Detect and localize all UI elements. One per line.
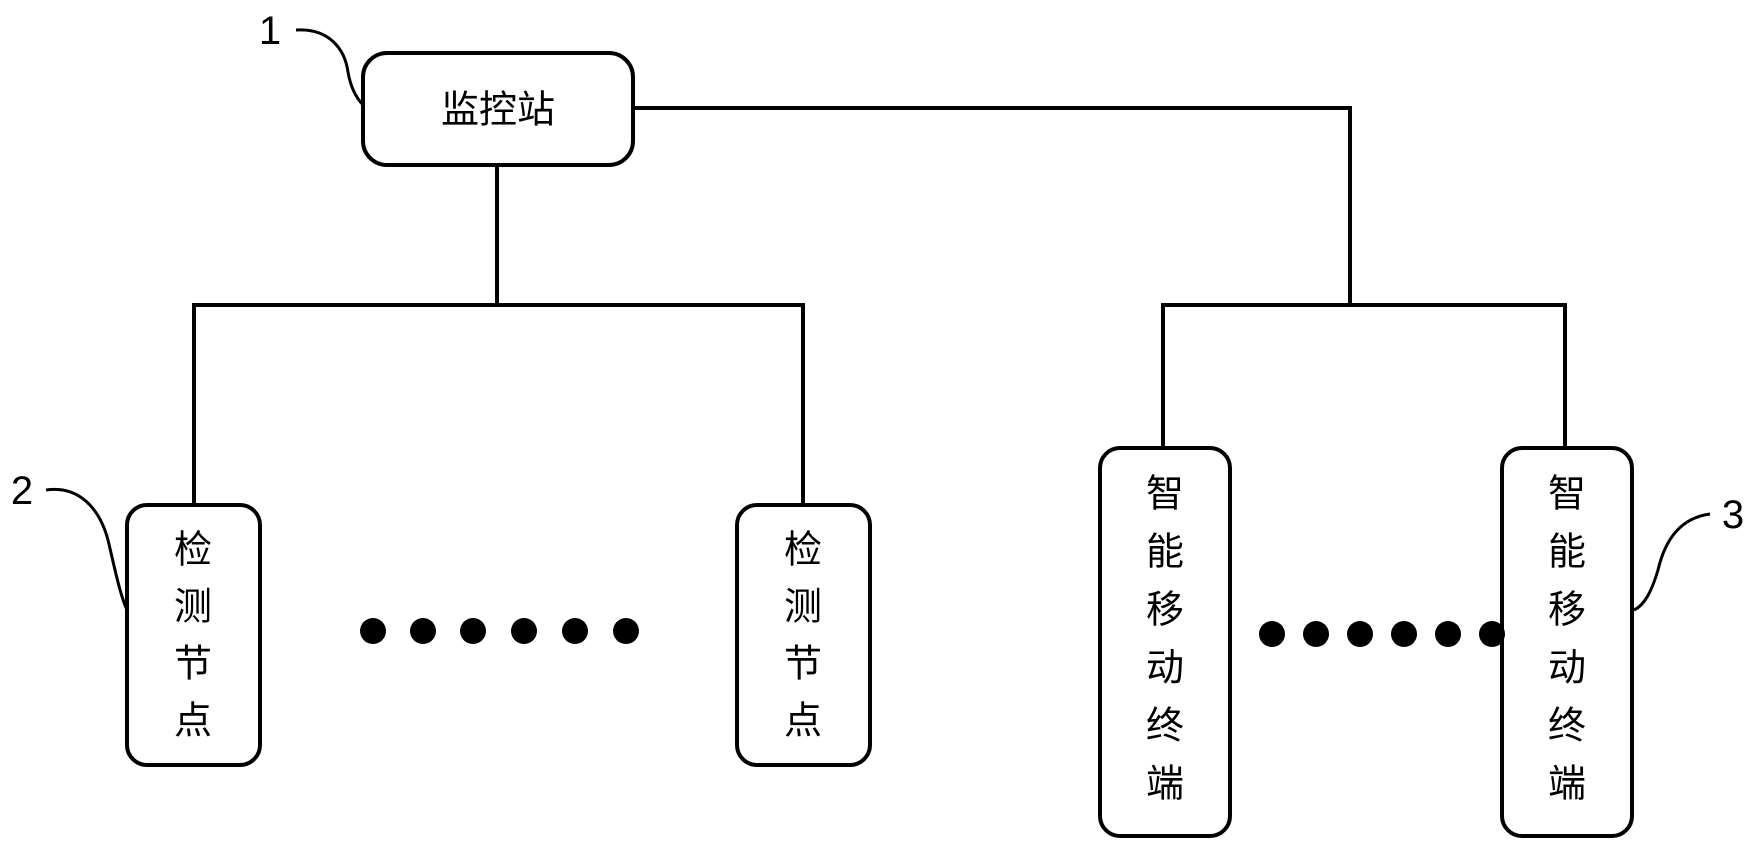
mobile-terminals-ellipsis — [1259, 621, 1505, 647]
ellipsis-dot — [1303, 621, 1329, 647]
ellipsis-dot — [1259, 621, 1285, 647]
monitoring-station-label: 监控站 — [441, 88, 555, 132]
detection-node-label: 检测节点 — [174, 528, 212, 743]
detection-nodes-ellipsis — [360, 618, 639, 644]
ellipsis-dot — [460, 618, 486, 644]
ellipsis-dot — [1391, 621, 1417, 647]
ellipsis-dot — [1347, 621, 1373, 647]
ellipsis-dot — [360, 618, 386, 644]
ellipsis-dot — [1435, 621, 1461, 647]
callout-3: 3 — [1633, 493, 1744, 612]
callout-leader — [1633, 512, 1711, 612]
ellipsis-dot — [613, 618, 639, 644]
connector-lines — [192, 106, 1567, 507]
callout-number: 3 — [1722, 493, 1744, 537]
detection-node-box — [125, 503, 262, 767]
callout-2: 2 — [11, 469, 129, 611]
monitoring-station-box — [361, 51, 635, 167]
ellipsis-dot — [511, 618, 537, 644]
callout-number: 2 — [11, 469, 33, 513]
detection-node-box — [735, 503, 872, 767]
detection-node-1: 检测节点 — [125, 503, 262, 767]
ellipsis-dot — [1479, 621, 1505, 647]
mobile-terminal-label: 智能移动终端 — [1548, 472, 1586, 806]
mobile-terminal-label: 智能移动终端 — [1146, 472, 1184, 806]
callout-number: 1 — [259, 9, 281, 53]
callout-1: 1 — [259, 9, 366, 108]
ellipsis-dot — [410, 618, 436, 644]
callout-leader — [45, 487, 129, 611]
ellipsis-dot — [562, 618, 588, 644]
detection-node-2: 检测节点 — [735, 503, 872, 767]
callout-leader — [295, 28, 366, 108]
mobile-terminal-2: 智能移动终端 — [1500, 446, 1634, 838]
monitoring-station: 监控站 — [361, 51, 635, 167]
detection-node-label: 检测节点 — [784, 528, 822, 743]
mobile-terminal-1: 智能移动终端 — [1098, 446, 1232, 838]
mobile-terminal-box — [1098, 446, 1232, 838]
